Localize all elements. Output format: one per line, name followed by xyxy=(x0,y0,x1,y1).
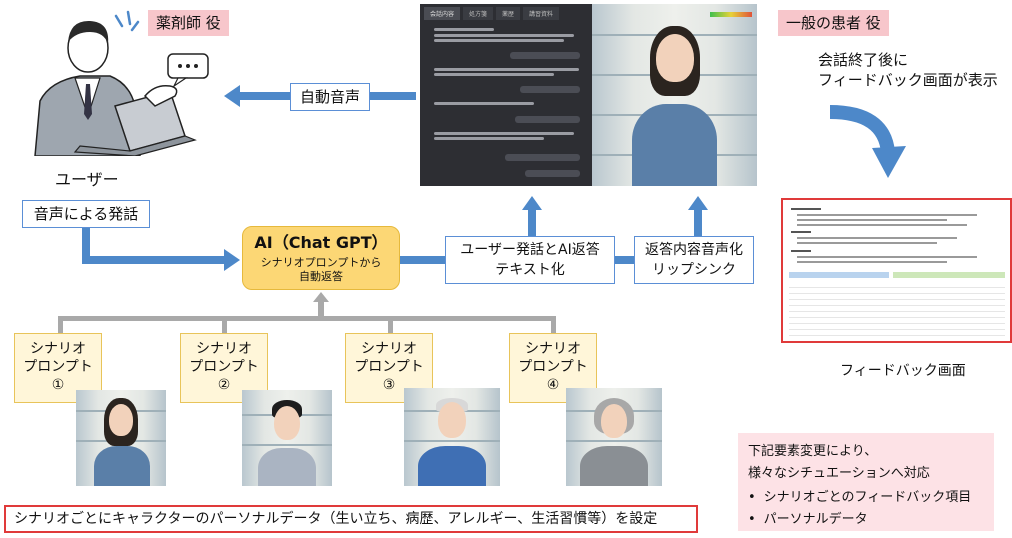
text-up-line xyxy=(528,210,536,260)
feedback-screen-thumbnail xyxy=(781,198,1012,343)
level-meter xyxy=(710,12,752,17)
bullet-icon: • xyxy=(748,512,756,527)
character-photo-1 xyxy=(76,390,166,486)
text-conversion-box: ユーザー発話とAI返答 テキスト化 xyxy=(445,236,615,284)
text-up-arrowhead xyxy=(522,196,542,210)
character-photo-3 xyxy=(404,388,500,486)
situation-note-box: 下記要素変更により、 様々なシチュエーションへ対応 • シナリオごとのフィードバ… xyxy=(738,433,994,531)
situation-intro: 下記要素変更により、 様々なシチュエーションへ対応 xyxy=(748,444,930,481)
feedback-display-note: 会話終了後に フィードバック画面が表示 xyxy=(818,51,998,89)
tab-prescription[interactable]: 処方箋 xyxy=(463,7,494,20)
lipsync-up-arrowhead xyxy=(688,196,708,210)
character-photo-4 xyxy=(566,388,662,486)
personal-data-note: シナリオごとにキャラクターのパーソナルデータ（生い立ち、病歴、アレルギー、生活習… xyxy=(4,505,698,533)
scenario-prompt-1: シナリオ プロンプト ① xyxy=(14,333,102,403)
user-label: ユーザー xyxy=(55,170,119,189)
user-to-ai-arrowhead xyxy=(224,249,240,271)
tab-history[interactable]: 薬歴 xyxy=(496,7,521,20)
screen-tabs: 会話内容 処方箋 薬歴 講習資料 xyxy=(424,7,560,20)
character-photo-2 xyxy=(242,390,332,486)
chat-panel: 会話内容 処方箋 薬歴 講習資料 xyxy=(420,4,592,186)
pharmacist-role-label: 薬剤師 役 xyxy=(148,10,229,36)
tab-conversation[interactable]: 会話内容 xyxy=(424,7,461,20)
bullet-icon: • xyxy=(748,490,756,505)
situation-bullet-1: • シナリオごとのフィードバック項目 xyxy=(748,487,984,509)
ai-title: AI（Chat GPT） xyxy=(254,233,388,252)
patient-role-label: 一般の患者 役 xyxy=(778,10,889,36)
feedback-curved-arrow xyxy=(828,98,918,180)
feedback-caption: フィードバック画面 xyxy=(840,363,966,379)
auto-voice-box: 自動音声 xyxy=(290,83,370,111)
auto-voice-arrowhead xyxy=(224,85,240,107)
patient-video-frame xyxy=(592,4,757,186)
ai-chatgpt-box: AI（Chat GPT） シナリオプロンプトから 自動返答 xyxy=(242,226,400,290)
lipsync-up-line xyxy=(694,210,702,260)
lipsync-box: 返答内容音声化 リップシンク xyxy=(634,236,754,284)
scenario-connector-stem xyxy=(318,300,324,318)
scenario-connector-bar xyxy=(58,316,556,321)
voice-speech-box: 音声による発話 xyxy=(22,200,150,228)
scenario-connector-arrowhead xyxy=(313,292,329,302)
user-down-line xyxy=(82,228,90,258)
conversation-app-screenshot: 会話内容 処方箋 薬歴 講習資料 xyxy=(420,4,757,186)
situation-bullet-2: • パーソナルデータ xyxy=(748,509,984,531)
ai-subtitle: シナリオプロンプトから 自動返答 xyxy=(260,256,382,283)
pharmacist-illustration xyxy=(20,6,210,157)
user-to-ai-arrow xyxy=(82,256,226,264)
tab-materials[interactable]: 講習資料 xyxy=(523,7,560,20)
